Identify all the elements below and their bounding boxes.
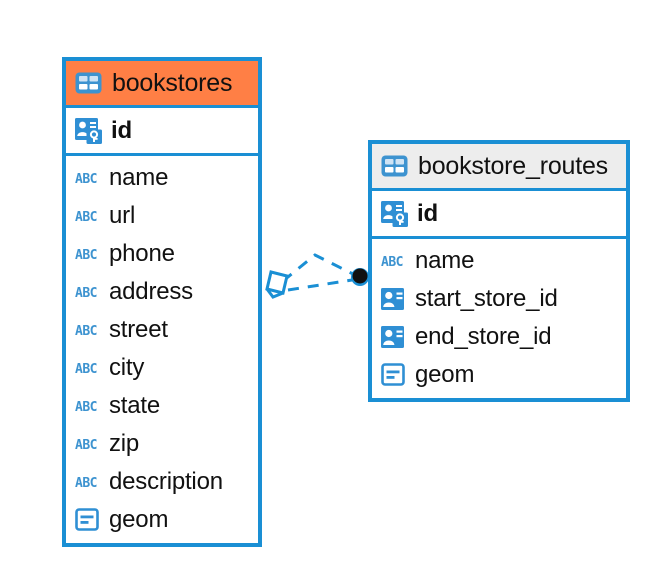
geometry-type-icon — [75, 508, 100, 532]
field-row-id[interactable]: id — [66, 108, 258, 153]
text-type-icon: ABC — [75, 361, 100, 377]
field-row-zip[interactable]: ABC zip — [66, 425, 258, 463]
fields-section-bookstore-routes: ABC name start_store_id — [372, 239, 626, 398]
field-label-street: street — [109, 316, 168, 343]
field-label-url: url — [109, 202, 136, 229]
field-row-street[interactable]: ABC street — [66, 311, 258, 349]
fields-section-bookstores: ABC name ABC url ABC p — [66, 156, 258, 543]
field-label-zip: zip — [109, 430, 140, 457]
field-label-start-store-id: start_store_id — [415, 285, 558, 312]
primary-key-section-bookstores: id — [66, 108, 258, 156]
text-type-icon: ABC — [75, 171, 100, 187]
filled-circle-marker[interactable] — [351, 268, 369, 286]
svg-text:ABC: ABC — [75, 438, 97, 452]
field-label-name: name — [415, 247, 475, 274]
field-label-address: address — [109, 278, 193, 305]
field-row-id[interactable]: id — [372, 191, 626, 236]
field-row-geom[interactable]: geom — [372, 356, 626, 394]
field-row-geom[interactable]: geom — [66, 501, 258, 539]
text-type-icon: ABC — [75, 285, 100, 301]
relationship-line-lower — [287, 278, 353, 292]
field-label-description: description — [109, 468, 223, 495]
field-label-name: name — [109, 164, 169, 191]
field-label-state: state — [109, 392, 161, 419]
field-label-city: city — [109, 354, 145, 381]
field-label-id: id — [111, 116, 132, 144]
field-row-end-store-id[interactable]: end_store_id — [372, 318, 626, 356]
primary-key-icon — [381, 200, 408, 227]
field-row-state[interactable]: ABC state — [66, 387, 258, 425]
field-row-name[interactable]: ABC name — [372, 242, 626, 280]
svg-text:ABC: ABC — [75, 362, 97, 376]
svg-text:ABC: ABC — [75, 476, 97, 490]
field-row-description[interactable]: ABC description — [66, 463, 258, 501]
entity-title-bookstore-routes: bookstore_routes — [418, 151, 608, 180]
primary-key-section-bookstore-routes: id — [372, 191, 626, 239]
field-label-geom: geom — [109, 506, 169, 533]
field-row-name[interactable]: ABC name — [66, 159, 258, 197]
svg-text:ABC: ABC — [75, 400, 97, 414]
text-type-icon: ABC — [75, 209, 100, 225]
svg-text:ABC: ABC — [381, 255, 403, 269]
field-row-address[interactable]: ABC address — [66, 273, 258, 311]
entity-bookstores[interactable]: bookstores id — [62, 57, 262, 547]
foreign-key-icon — [381, 287, 406, 311]
text-type-icon: ABC — [75, 437, 100, 453]
svg-text:ABC: ABC — [75, 286, 97, 300]
geometry-type-icon — [381, 363, 406, 387]
text-type-icon: ABC — [75, 399, 100, 415]
text-type-icon: ABC — [75, 247, 100, 263]
svg-text:ABC: ABC — [75, 210, 97, 224]
table-icon — [381, 155, 408, 177]
field-label-end-store-id: end_store_id — [415, 323, 552, 350]
field-label-geom: geom — [415, 361, 475, 388]
diamond-outline-marker[interactable] — [265, 270, 289, 299]
field-row-start-store-id[interactable]: start_store_id — [372, 280, 626, 318]
table-icon — [75, 72, 102, 94]
entity-header-bookstores[interactable]: bookstores — [66, 61, 258, 108]
text-type-icon: ABC — [75, 323, 100, 339]
primary-key-icon — [75, 117, 102, 144]
svg-text:ABC: ABC — [75, 248, 97, 262]
foreign-key-icon — [381, 325, 406, 349]
field-row-city[interactable]: ABC city — [66, 349, 258, 387]
text-type-icon: ABC — [75, 475, 100, 491]
entity-header-bookstore-routes[interactable]: bookstore_routes — [372, 144, 626, 191]
field-label-phone: phone — [109, 240, 175, 267]
entity-title-bookstores: bookstores — [112, 68, 233, 97]
text-type-icon: ABC — [381, 254, 406, 270]
field-row-url[interactable]: ABC url — [66, 197, 258, 235]
svg-text:ABC: ABC — [75, 172, 97, 186]
field-label-id: id — [417, 199, 438, 227]
entity-bookstore-routes[interactable]: bookstore_routes — [368, 140, 630, 402]
svg-text:ABC: ABC — [75, 324, 97, 338]
field-row-phone[interactable]: ABC phone — [66, 235, 258, 273]
relationship-line-upper — [282, 253, 354, 283]
